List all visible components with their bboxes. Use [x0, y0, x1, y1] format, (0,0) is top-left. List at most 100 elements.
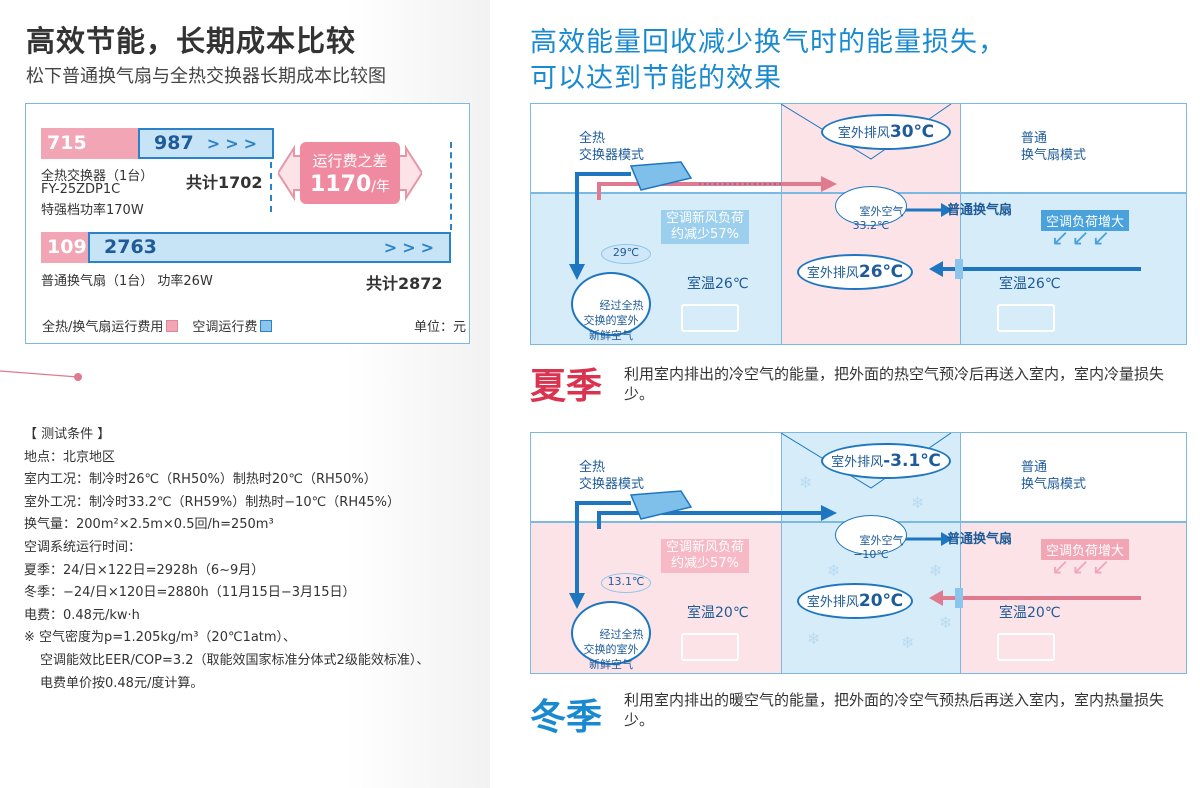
normal-fan-label: 普通换气扇 [947, 532, 1013, 547]
section-subtitle: 松下普通换气扇与全热交换器长期成本比较图 [26, 66, 386, 87]
normal-name: 普通换气扇（1台） 功率26W [41, 274, 213, 289]
erv-power: 特强档功率170W [41, 203, 144, 218]
normal-mode-label: 普通 换气扇模式 [1021, 131, 1087, 163]
cost-difference-badge: 运行费之差 1170/年 [278, 136, 422, 210]
section-title: 高效节能，长期成本比较 [26, 24, 357, 58]
summer-season-label: 夏季 [530, 366, 603, 407]
exhaust-top-value: -3.1℃ [883, 451, 941, 471]
cost-difference-value: 1170/年 [278, 172, 422, 197]
winter-season-label: 冬季 [530, 697, 603, 738]
snowflake-icon: ❄ [901, 633, 915, 652]
erv-end-marker [270, 162, 272, 212]
chart-unit: 单位：元 [413, 320, 466, 335]
exhaust-mid-value: 20℃ [858, 591, 904, 611]
room-temp-right: 室温26℃ [999, 276, 1061, 292]
condition-line: 夏季：24/日×122日=2928h（6~9月） [24, 562, 265, 578]
exhaust-mid-value: 26℃ [858, 262, 904, 282]
outdoor-air-label: 室外空气 33.2℃ [852, 205, 904, 232]
condition-line: 空调系统运行时间： [24, 539, 142, 555]
cost-difference-number: 1170 [310, 172, 372, 197]
condition-line: 室内工况：制冷时26℃（RH50%）制热时20℃（RH50%） [24, 472, 377, 488]
load-increase-label: 空调负荷增大 [1041, 210, 1130, 231]
normal-cost-bar: 109 2763 >>> [41, 232, 451, 263]
condition-line: 换气量：200m²×2.5m×0.5回/h=250m³ [24, 517, 274, 533]
fresh-air-label: 经过全热 交换的室外 新鲜空气 [583, 628, 644, 671]
snowflake-icon: ❄ [911, 493, 925, 512]
winter-description: 利用室内排出的暖空气的能量，把外面的冷空气预热后再送入室内，室内热量损失少。 [624, 691, 1165, 729]
erv-mode-label: 全热 交换器模式 [579, 131, 645, 163]
summer-description: 利用室内排出的冷空气的能量，把外面的热空气预冷后再送入室内，室内冷量损失少。 [624, 365, 1165, 403]
normal-fan-label: 普通换气扇 [947, 203, 1013, 218]
legend-ac-swatch [260, 320, 273, 332]
exhaust-top-bubble: 室外排风30℃ [821, 114, 951, 150]
legend-fan-label: 全热/换气扇运行费用 [42, 320, 164, 335]
normal-ac-cost: 2763 >>> [88, 232, 451, 263]
room-temp-left: 室温26℃ [687, 276, 749, 292]
snowflake-icon: ❄ [827, 561, 841, 580]
load-increase-arrows-icon: ↙↙↙ [1051, 555, 1113, 580]
sofa-icon [681, 633, 739, 661]
sofa-icon [997, 633, 1055, 661]
test-conditions: 【 测试条件 】地点：北京地区室内工况：制冷时26℃（RH50%）制热时20℃（… [24, 424, 484, 695]
normal-mode-label: 普通 换气扇模式 [1021, 460, 1087, 492]
legend-ac-label: 空调运行费 [192, 320, 258, 335]
erv-name: 全热交换器（1台） [41, 169, 154, 184]
condition-line: 电费单价按0.48元/度计算。 [40, 675, 204, 691]
snowflake-icon: ❄ [939, 613, 953, 632]
load-reduce-label: 空调新风负荷 约减少57% [661, 539, 750, 573]
condition-line: 空调能效比EER/COP=3.2（取能效国家标准分体式2级能效标准）、 [40, 652, 430, 668]
exhaust-mid-label: 室外排风 [806, 266, 859, 281]
diff-end-marker [450, 142, 452, 230]
exhaust-top-bubble: 室外排风-3.1℃ [821, 443, 951, 479]
decorative-line [0, 370, 82, 381]
erv-cost-bar: 715 987 >>> [41, 128, 274, 159]
normal-total: 共计2872 [366, 274, 443, 293]
supply-temp-value: 13.1℃ [607, 575, 645, 588]
condition-line: ※ 空气密度为p=1.205kg/m³（20℃1atm）、 [24, 630, 297, 646]
cost-comparison-chart: 715 987 >>> 全热交换器（1台） FY-25ZDP1C 特强档功率17… [25, 103, 470, 344]
cost-comparison-section: 高效节能，长期成本比较 松下普通换气扇与全热交换器长期成本比较图 715 987… [0, 0, 490, 788]
outdoor-air-label: 室外空气 −10℃ [853, 534, 904, 561]
load-reduce-label: 空调新风负荷 约减少57% [661, 210, 750, 244]
snowflake-icon: ❄ [799, 473, 813, 492]
exhaust-mid-label: 室外排风 [806, 595, 859, 610]
supply-temp-bubble: 29℃ [601, 244, 651, 264]
fresh-air-bubble: 经过全热 交换的室外 新鲜空气 [571, 601, 651, 671]
condition-line: 【 测试条件 】 [24, 427, 111, 442]
supply-temp-bubble: 13.1℃ [601, 573, 651, 593]
exhaust-top-label: 室外排风 [831, 455, 884, 470]
cost-difference-unit: /年 [371, 179, 390, 195]
condition-line: 冬季：−24/日×120日=2880h（11月15日−3月15日） [24, 585, 356, 601]
erv-model: FY-25ZDP1C [41, 182, 121, 197]
cost-difference-label: 运行费之差 [312, 152, 388, 170]
outdoor-air-bubble: 室外空气 33.2℃ [835, 186, 907, 232]
outdoor-air-bubble: 室外空气 −10℃ [835, 515, 907, 561]
energy-title-line2: 可以达到节能的效果 [530, 63, 782, 94]
room-temp-left: 室温20℃ [687, 605, 749, 621]
erv-ac-cost: 987 >>> [138, 128, 274, 159]
snowflake-icon: ❄ [807, 629, 821, 648]
supply-temp-value: 29℃ [612, 246, 640, 259]
condition-line: 地点：北京地区 [24, 449, 116, 465]
energy-title-line1: 高效能量回收减少换气时的能量损失， [530, 27, 1006, 58]
chevron-right-icon: >>> [383, 238, 439, 257]
winter-diagram: ❄❄❄❄❄❄❄❄ 全热 交换器模式 普通 换气扇模式 室外排风-3.1℃ 室外空… [530, 432, 1187, 674]
snowflake-icon: ❄ [929, 561, 943, 580]
sofa-icon [997, 304, 1055, 332]
chart-legend: 全热/换气扇运行费用 空调运行费 [42, 316, 286, 335]
erv-ac-cost-value: 987 [154, 132, 194, 154]
fresh-air-label: 经过全热 交换的室外 新鲜空气 [583, 299, 644, 342]
load-increase-label: 空调负荷增大 [1041, 539, 1130, 560]
condition-line: 室外工况：制冷时33.2℃（RH59%）制热时−10℃（RH45%） [24, 494, 400, 510]
fresh-air-bubble: 经过全热 交换的室外 新鲜空气 [571, 272, 651, 342]
legend-fan-swatch [166, 320, 179, 332]
erv-mode-label: 全热 交换器模式 [579, 460, 645, 492]
normal-ac-cost-value: 2763 [104, 236, 157, 258]
load-increase-arrows-icon: ↙↙↙ [1051, 226, 1113, 251]
normal-fan-cost: 109 [41, 232, 91, 263]
exhaust-top-label: 室外排风 [837, 126, 890, 141]
erv-total: 共计1702 [186, 173, 263, 192]
exhaust-top-value: 30℃ [889, 122, 935, 142]
double-arrow-icon [278, 142, 422, 204]
erv-fan-cost: 715 [41, 128, 141, 159]
